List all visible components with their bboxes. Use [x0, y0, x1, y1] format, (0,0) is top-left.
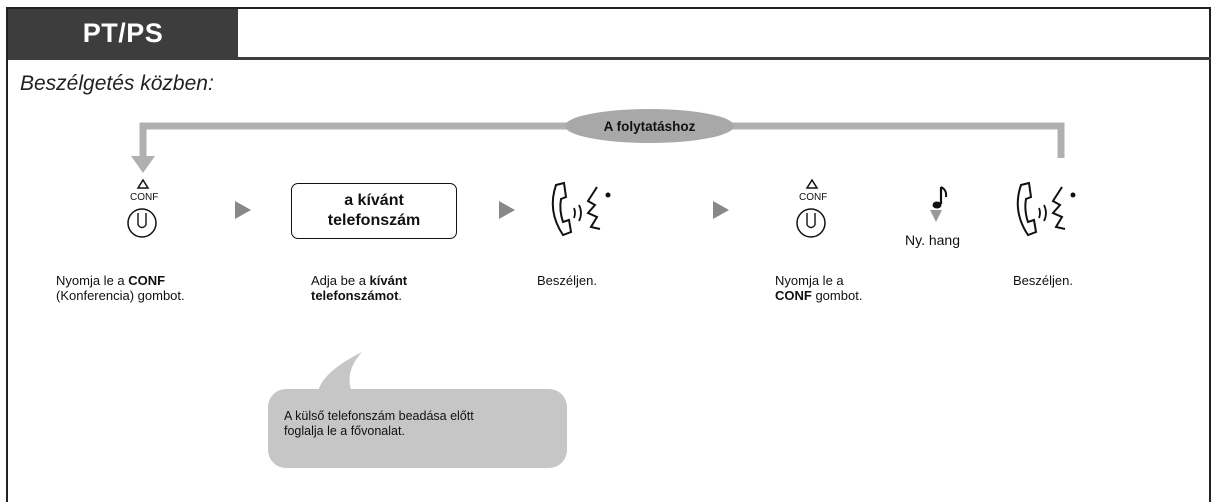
- step-caption-2: Adja be a kívánt telefonszámot.: [311, 273, 408, 303]
- conf-button-icon: [796, 178, 826, 238]
- tab-underline: [8, 57, 1211, 60]
- loop-connector: [131, 122, 1065, 173]
- conf-button-icon: [127, 178, 157, 238]
- content-frame: [6, 7, 1211, 502]
- box-line-2: telefonszám: [327, 212, 421, 229]
- step-caption-4: Nyomja le a CONF gombot.: [775, 273, 863, 303]
- loop-arrow-head: [131, 156, 155, 173]
- phone-number-box: a kívánt telefonszám: [291, 183, 457, 239]
- step-caption-3: Beszéljen.: [537, 273, 597, 288]
- step-arrow-2: [499, 201, 515, 219]
- mode-tab: PT/PS: [8, 9, 238, 58]
- continue-loop-label: A folytatáshoz: [565, 109, 734, 143]
- step-caption-6: Beszéljen.: [1013, 273, 1073, 288]
- situation-heading: Beszélgetés közben:: [20, 72, 214, 95]
- bubble-tail: [318, 352, 362, 392]
- box-line-1: a kívánt: [344, 192, 404, 209]
- conf-key-label: CONF: [130, 192, 159, 203]
- note-bubble: [268, 389, 567, 468]
- music-note-icon: [930, 186, 948, 222]
- step-arrow-3: [713, 201, 729, 219]
- talk-icon: [551, 181, 611, 237]
- confirmation-tone-label: Ny. hang: [905, 232, 960, 248]
- note-text: A külső telefonszám beadása előtt foglal…: [284, 409, 474, 438]
- step-arrow-1: [235, 201, 251, 219]
- conf-key-label: CONF: [799, 192, 828, 203]
- step-caption-1: Nyomja le a CONF (Konferencia) gombot.: [56, 273, 185, 303]
- talk-icon: [1016, 181, 1076, 237]
